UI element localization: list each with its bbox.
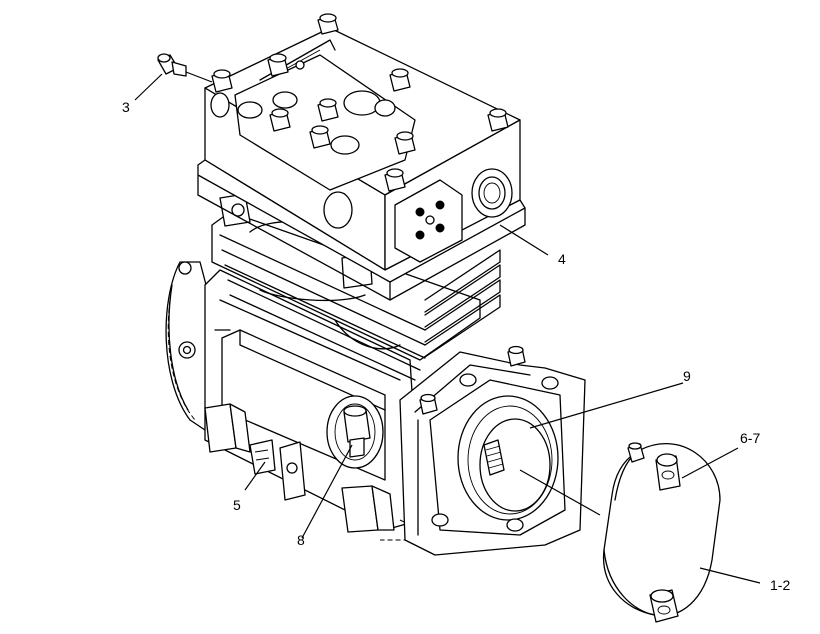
head-bolts <box>211 13 509 192</box>
callout-3: 3 <box>122 99 130 115</box>
cover-plate <box>602 442 721 623</box>
mounting-flange <box>399 345 586 556</box>
callout-6-7: 6-7 <box>740 430 760 446</box>
loose-bolt-item-3 <box>157 53 187 77</box>
callout-1-2: 1-2 <box>770 577 790 593</box>
cylinder-head <box>197 13 526 301</box>
callout-8: 8 <box>297 532 305 548</box>
leader-lines <box>134 71 761 584</box>
callout-4: 4 <box>558 251 566 267</box>
callout-9: 9 <box>683 368 691 384</box>
callout-labels: 3 4 5 8 9 6-7 1-2 <box>122 99 790 593</box>
callout-5: 5 <box>233 497 241 513</box>
crankcase <box>165 261 421 541</box>
